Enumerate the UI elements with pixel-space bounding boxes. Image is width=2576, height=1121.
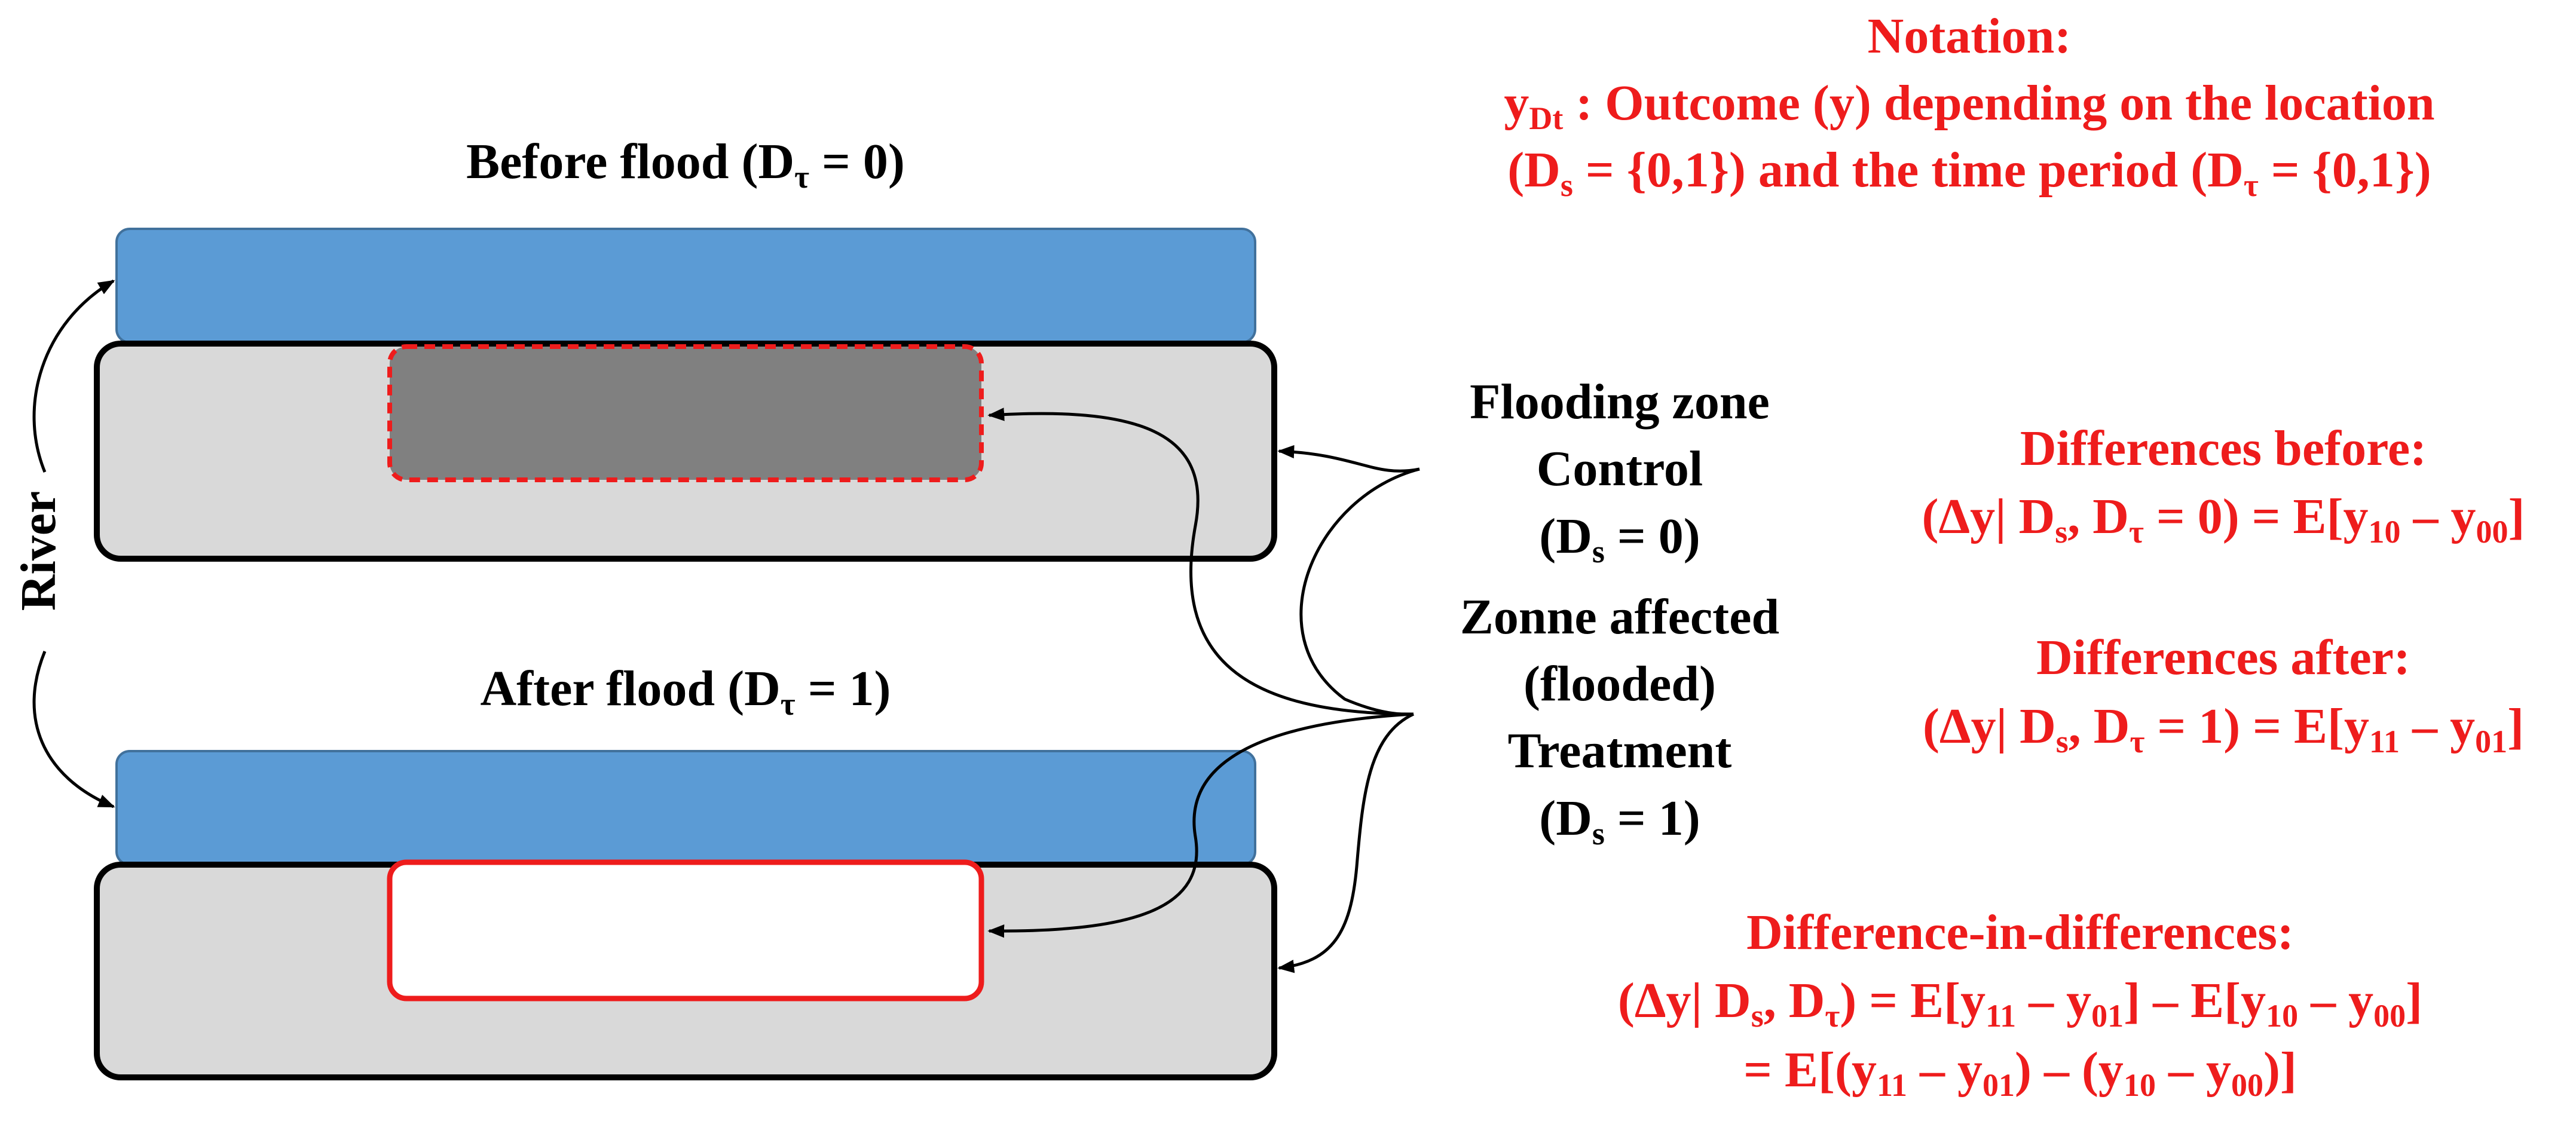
differences-before-title: Differences before: [2020, 421, 2427, 476]
differences-before-formula: (Δy| Ds, Dτ = 0) = E[y10 – y00] [1922, 489, 2525, 550]
treatment-eq-label: (Ds = 1) [1539, 791, 1700, 852]
control-arrow-to-land-before [1277, 445, 1420, 473]
flood-zone-after [387, 859, 984, 1001]
river-band-before [115, 228, 1256, 344]
before-flood-title: Before flood (Dτ = 0) [466, 134, 905, 195]
river-arrow-top [32, 279, 115, 473]
notation-title: Notation: [1868, 8, 2072, 64]
flooding-zone-label: Flooding zone [1470, 374, 1770, 430]
control-arrow-to-flood-zone-before [1299, 467, 1420, 716]
notation-line-1: yDt : Outcome (y) depending on the locat… [1504, 75, 2434, 136]
did-formula-line-1: (Δy| Ds, Dτ) = E[y11 – y01] – E[y10 – y0… [1618, 973, 2422, 1034]
river-label: River [11, 491, 66, 611]
notation-line-2: (Ds = {0,1}) and the time period (Dτ = {… [1507, 142, 2431, 203]
after-flood-title: After flood (Dτ = 1) [480, 661, 891, 722]
control-label: Control [1537, 441, 1703, 497]
flood-zone-before [387, 344, 984, 482]
river-band-after [115, 750, 1256, 866]
treatment-arrow-to-land-after [1277, 712, 1415, 973]
river-arrow-bottom [32, 651, 115, 808]
differences-after-title: Differences after: [2036, 630, 2410, 685]
flooded-label: (flooded) [1523, 656, 1716, 712]
treatment-arrow-to-flood-zone-before [987, 408, 1414, 716]
did-formula-line-2: = E[(y11 – y01) – (y10 – y00)] [1743, 1042, 2297, 1103]
did-title: Difference-in-differences: [1746, 905, 2294, 960]
treatment-label: Treatment [1508, 723, 1732, 779]
treatment-arrow-to-flood-zone-after [987, 712, 1414, 938]
differences-after-formula: (Δy| Ds, Dτ = 1) = E[y11 – y01] [1923, 699, 2524, 759]
zone-affected-label: Zonne affected [1460, 589, 1779, 645]
control-eq-label: (Ds = 0) [1539, 509, 1700, 569]
